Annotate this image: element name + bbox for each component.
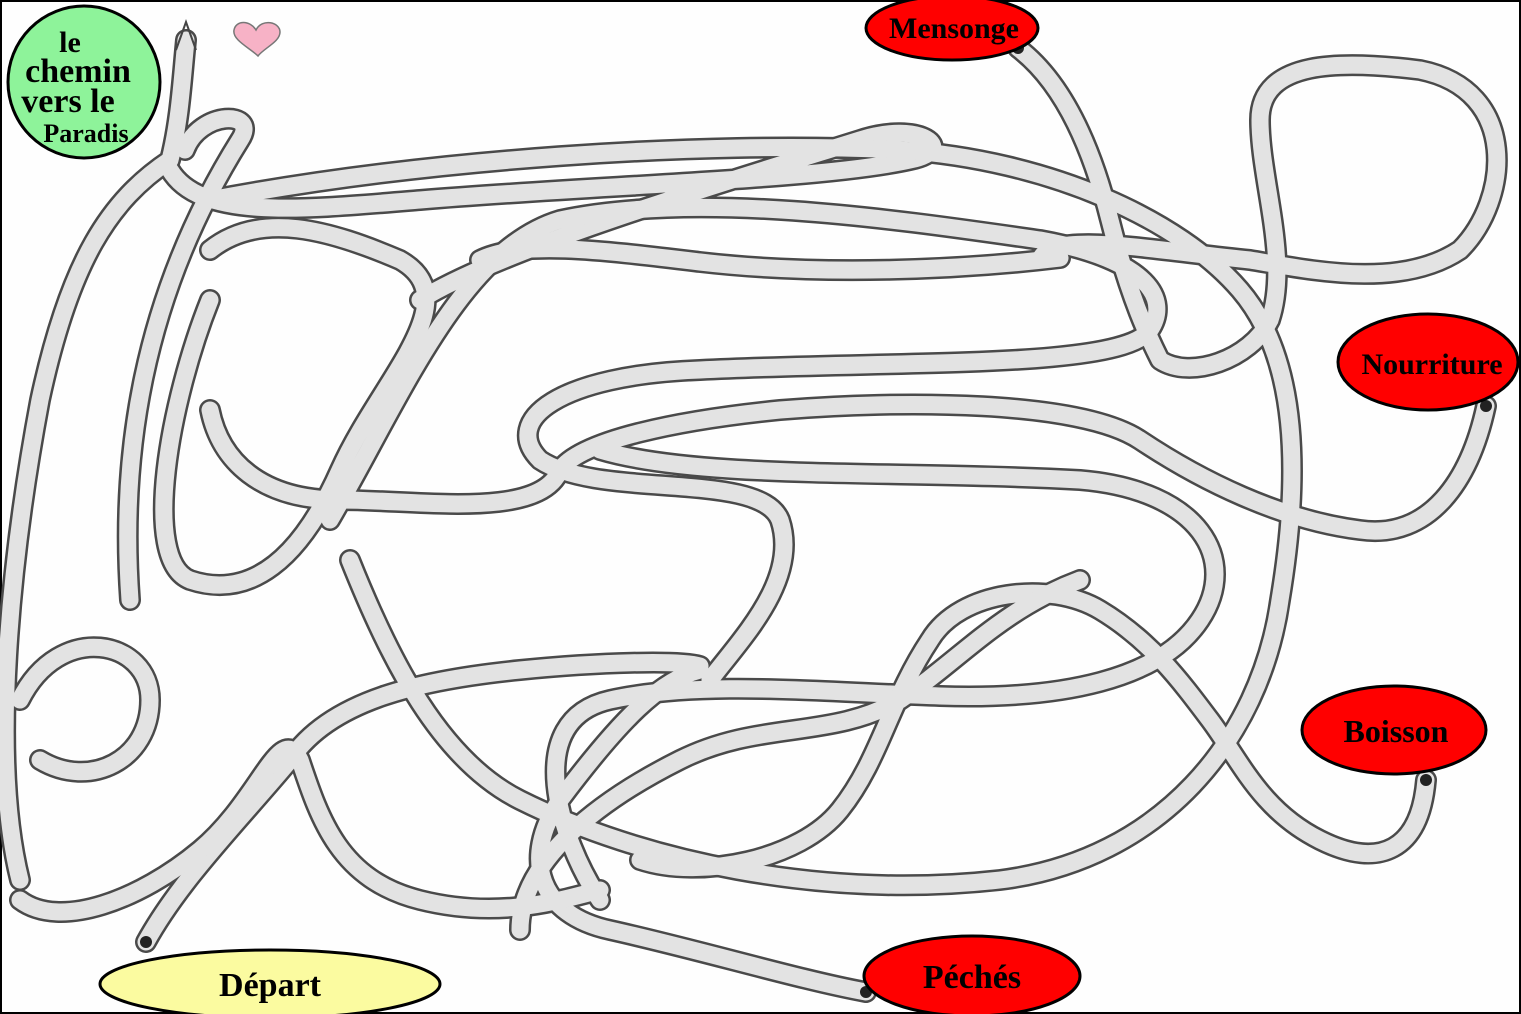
corridor[interactable] — [155, 219, 435, 594]
start-dot — [140, 936, 152, 948]
maze-paths — [0, 29, 1508, 1003]
drink-end-dot — [1420, 774, 1432, 786]
start-label[interactable]: Départ — [98, 948, 442, 1014]
start-text: Départ — [219, 967, 322, 1004]
corridor[interactable] — [11, 740, 609, 921]
trap-food[interactable]: Nourriture — [1336, 312, 1520, 412]
food-end-dot — [1480, 400, 1492, 412]
drink-text: Boisson — [1344, 713, 1449, 749]
goal-paradise[interactable]: le chemin vers le Paradis — [6, 4, 162, 160]
goal-text-2: chemin — [25, 53, 131, 90]
corridor[interactable] — [511, 571, 1089, 939]
goal-text-4: Paradis — [43, 119, 128, 148]
sins-text: Péchés — [923, 959, 1021, 996]
corridor[interactable] — [471, 240, 1069, 279]
corridor[interactable] — [531, 661, 875, 1001]
corridor[interactable] — [547, 441, 1224, 909]
trap-drink[interactable]: Boisson — [1300, 684, 1488, 776]
lie-text: Mensonge — [889, 12, 1019, 45]
heart-icon — [233, 21, 281, 58]
corridor[interactable] — [631, 584, 1435, 877]
corridor[interactable] — [0, 31, 195, 889]
corridor[interactable] — [201, 395, 1495, 540]
trap-sins[interactable]: Péchés — [862, 934, 1082, 1014]
trap-lie[interactable]: Mensonge — [864, 0, 1040, 62]
goal-text-1: le — [59, 26, 81, 59]
corridor[interactable] — [1009, 39, 1506, 377]
corridor[interactable] — [11, 638, 159, 781]
food-text: Nourriture — [1361, 348, 1502, 381]
goal-text-3: vers le — [21, 83, 114, 120]
corridor[interactable] — [321, 198, 1166, 689]
corridor[interactable] — [119, 110, 253, 609]
up-arrow-icon — [175, 19, 197, 51]
